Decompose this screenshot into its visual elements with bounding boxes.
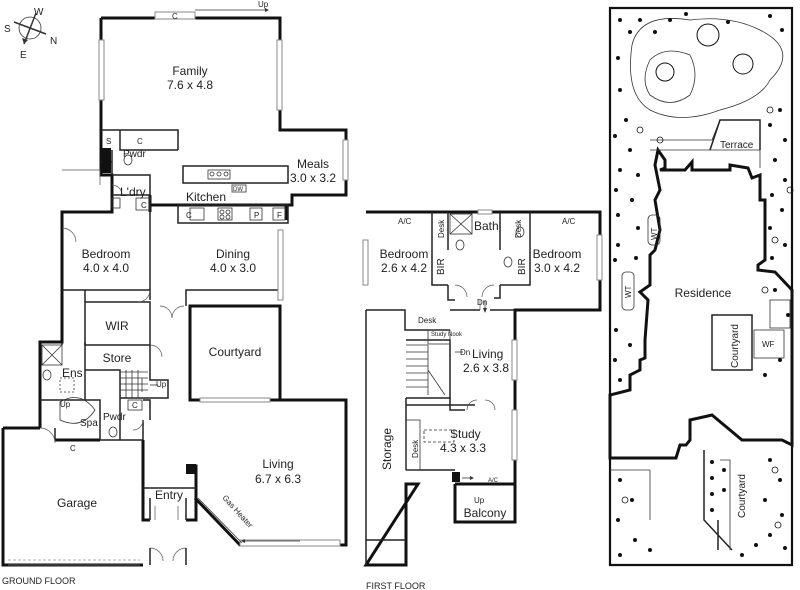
ground-floor-caption: GROUND FLOOR <box>2 576 76 586</box>
g-c-kitchen: C <box>186 211 192 220</box>
g-spa: Spa <box>80 418 98 429</box>
g-up-stair: Up <box>156 380 167 389</box>
g-c-ldry: C <box>141 201 147 210</box>
site-residence: Residence <box>675 286 732 300</box>
compass-e: E <box>20 50 27 61</box>
f-desk-top: Desk <box>437 219 446 238</box>
g-c-garage: C <box>70 444 76 453</box>
f-bedroom-left-name: Bedroom <box>380 247 429 261</box>
g-up-ens: Up <box>60 400 71 409</box>
g-s: S <box>106 137 111 146</box>
f-bir-left: BIR <box>436 258 447 275</box>
g-kitchen: Kitchen <box>186 190 226 204</box>
f-living-name: Living <box>472 347 503 361</box>
g-family-dim: 7.6 x 4.8 <box>167 78 213 92</box>
f-bedroom-left-dim: 2.6 x 4.2 <box>381 261 427 275</box>
site-wf: WF <box>762 340 775 349</box>
f-study-nook: Study Nook <box>431 332 463 338</box>
f-ac-left: A/C <box>398 217 412 226</box>
f-ac-balcony: A/C <box>488 478 499 484</box>
g-f: F <box>277 211 282 220</box>
site-courtyard-upper: Courtyard <box>730 324 741 368</box>
g-c-pwdr: C <box>137 137 143 146</box>
g-courtyard: Courtyard <box>209 345 262 359</box>
f-dn-stair: Dn <box>460 348 470 357</box>
g-c-store: C <box>132 401 138 410</box>
g-ens: Ens <box>62 366 83 380</box>
g-c-family: C <box>172 12 178 21</box>
g-living-name: Living <box>262 457 293 471</box>
g-ldry: L'dry <box>120 185 146 199</box>
f-bedroom-right-dim: 3.0 x 4.2 <box>534 261 580 275</box>
site-plan: Terrace Residence Courtyard WF WT WT Cou… <box>608 6 794 567</box>
f-up: Up <box>474 496 485 505</box>
f-storage: Storage <box>380 428 394 470</box>
f-desk-right: Desk <box>514 219 523 238</box>
g-garage: Garage <box>57 496 97 510</box>
first-floor-plan: A/C A/C A/C Desk Desk BIR BIR Bath Bedro… <box>362 209 603 590</box>
g-p: P <box>254 211 259 220</box>
g-bedroom-dim: 4.0 x 4.0 <box>83 261 129 275</box>
f-living-dim: 2.6 x 3.8 <box>463 361 509 375</box>
g-wir: WIR <box>105 319 129 333</box>
f-bath: Bath <box>474 219 499 233</box>
compass-w: W <box>34 7 44 18</box>
g-pwdr-bottom: Pwdr <box>103 412 126 423</box>
g-living-dim: 6.7 x 6.3 <box>255 472 301 486</box>
f-desk-study: Desk <box>411 439 420 458</box>
g-bedroom-name: Bedroom <box>82 247 131 261</box>
g-store: Store <box>103 351 132 365</box>
g-up-top: Up <box>258 0 269 9</box>
g-dining-dim: 4.0 x 3.0 <box>210 261 256 275</box>
site-wt-lower: WT <box>624 285 633 298</box>
g-entry: Entry <box>155 488 183 502</box>
f-dn-hall: Dn <box>477 298 487 307</box>
first-floor-caption: FIRST FLOOR <box>366 581 426 590</box>
f-ac-right: A/C <box>562 217 576 226</box>
f-study-name: Study <box>450 427 481 441</box>
compass-n: N <box>50 36 57 47</box>
f-bedroom-right-name: Bedroom <box>533 247 582 261</box>
compass-rose: S W N E <box>4 7 57 61</box>
g-meals-name: Meals <box>297 157 329 171</box>
g-gas-heater: Gas Heater <box>221 493 255 530</box>
site-terrace: Terrace <box>720 140 754 151</box>
ground-floor-plan: C Up C P F <box>1 0 349 586</box>
site-wt-upper: WT <box>650 227 659 240</box>
f-study-dim: 4.3 x 3.3 <box>440 441 486 455</box>
f-balcony: Balcony <box>464 506 507 520</box>
g-family-name: Family <box>172 64 207 78</box>
g-meals-dim: 3.0 x 3.2 <box>290 171 336 185</box>
g-pwdr-top: Pwdr <box>123 149 146 160</box>
f-bir-right: BIR <box>517 258 528 275</box>
site-courtyard-lower: Courtyard <box>737 474 748 518</box>
g-dw: DW <box>233 187 243 193</box>
f-desk-nook: Desk <box>418 316 437 325</box>
g-dining-name: Dining <box>216 247 250 261</box>
compass-s: S <box>4 24 11 35</box>
